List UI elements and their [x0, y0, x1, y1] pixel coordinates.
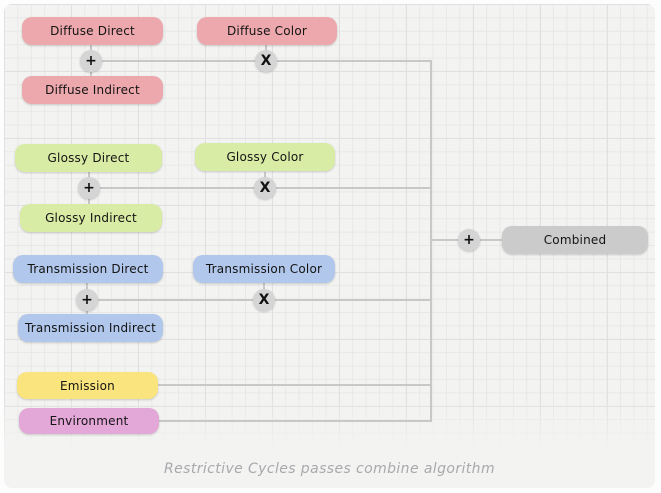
node-transmission-direct: Transmission Direct — [13, 255, 163, 283]
node-diffuse-color: Diffuse Color — [197, 17, 337, 45]
add-operator-diffuse: + — [80, 50, 102, 72]
node-glossy-indirect: Glossy Indirect — [20, 204, 162, 232]
node-glossy-color: Glossy Color — [195, 143, 335, 171]
diagram-panel: Diffuse Direct Diffuse Color + X Diffuse… — [4, 4, 655, 488]
add-operator-glossy: + — [78, 177, 100, 199]
connector — [158, 384, 431, 386]
node-environment: Environment — [19, 408, 159, 434]
diagram-caption: Restrictive Cycles passes combine algori… — [164, 461, 495, 477]
node-transmission-color: Transmission Color — [193, 255, 335, 283]
add-operator-combined: + — [458, 229, 480, 251]
multiply-operator-transmission: X — [253, 289, 275, 311]
node-combined: Combined — [502, 226, 648, 254]
connector-bus — [430, 60, 432, 422]
connector — [159, 420, 431, 422]
node-diffuse-indirect: Diffuse Indirect — [22, 76, 163, 104]
node-diffuse-direct: Diffuse Direct — [22, 17, 163, 45]
add-operator-transmission: + — [76, 289, 98, 311]
multiply-operator-diffuse: X — [255, 50, 277, 72]
multiply-operator-glossy: X — [254, 177, 276, 199]
node-glossy-direct: Glossy Direct — [15, 144, 162, 172]
node-emission: Emission — [17, 372, 158, 399]
node-transmission-indirect: Transmission Indirect — [18, 314, 163, 342]
